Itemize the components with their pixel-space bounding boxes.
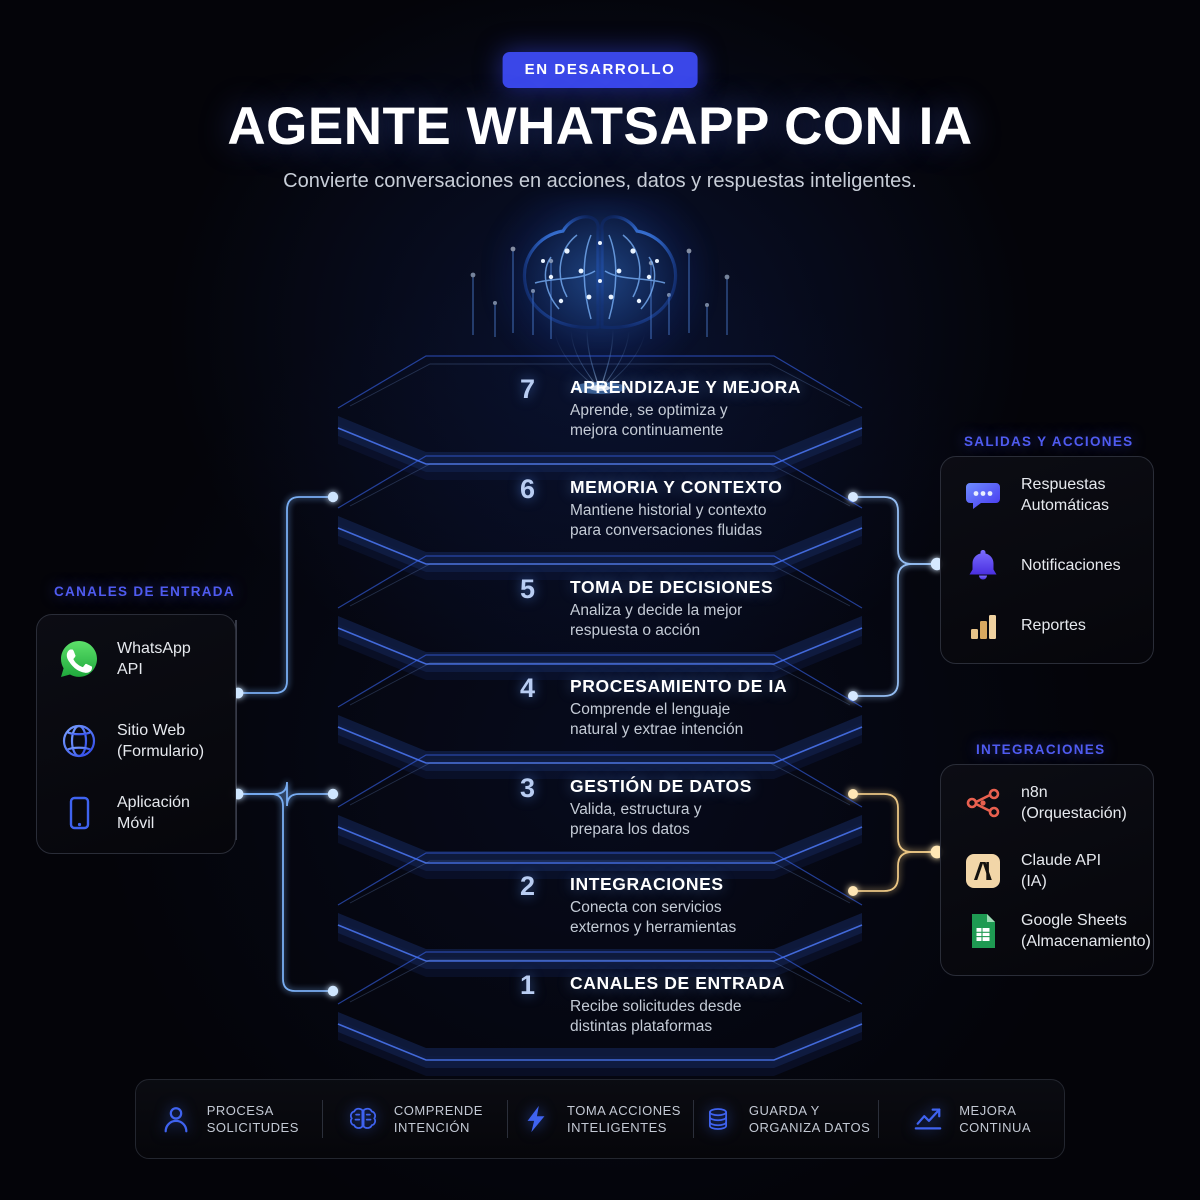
integrations-panel: n8n (Orquestación) Claude API (IA): [940, 764, 1154, 976]
layer-number: 1: [520, 970, 536, 1000]
layer-description: Analiza y decide la mejor respuesta o ac…: [570, 602, 743, 639]
integrations-panel-label: INTEGRACIONES: [976, 742, 1106, 757]
layer-description: Comprende el lenguaje natural y extrae i…: [570, 701, 744, 738]
footer-item[interactable]: TOMA ACCIONES INTELIGENTES: [507, 1080, 693, 1158]
user-icon: [159, 1102, 193, 1136]
footer-item[interactable]: MEJORA CONTINUA: [878, 1080, 1064, 1158]
layer-plate: [337, 455, 863, 580]
outputs-panel: Respuestas Automáticas Notificaciones: [940, 456, 1154, 664]
inputs-panel-label: CANALES DE ENTRADA: [54, 584, 235, 599]
layer-title: MEMORIA Y CONTEXTO: [570, 477, 783, 497]
lightning-bolt-icon: [519, 1102, 553, 1136]
layer-plate: [337, 654, 863, 779]
list-item[interactable]: Google Sheets (Almacenamiento): [961, 909, 1151, 953]
layer-description: Recibe solicitudes desde distintas plata…: [570, 998, 742, 1035]
layer-number: 5: [520, 574, 536, 604]
database-icon: [701, 1102, 735, 1136]
google-sheets-icon: [961, 909, 1005, 953]
footer-item-label: PROCESA SOLICITUDES: [206, 1103, 299, 1135]
layer-description: Conecta con servicios externos y herrami…: [570, 899, 737, 936]
list-item[interactable]: Reportes: [961, 603, 1086, 647]
list-item[interactable]: Notificaciones: [961, 543, 1121, 587]
footer-item-label: GUARDA Y ORGANIZA DATOS: [748, 1103, 871, 1135]
whatsapp-icon: [57, 637, 101, 681]
footer-item-label: TOMA ACCIONES INTELIGENTES: [567, 1103, 681, 1135]
layer-title: TOMA DE DECISIONES: [570, 577, 774, 597]
neural-brain-icon: [470, 215, 730, 394]
list-item[interactable]: Respuestas Automáticas: [961, 473, 1109, 517]
list-item[interactable]: Sitio Web (Formulario): [57, 719, 204, 763]
footer-item-label: MEJORA CONTINUA: [959, 1103, 1032, 1135]
layer-title: GESTIÓN DE DATOS: [570, 776, 753, 796]
cpu-chip-icon: [434, 673, 496, 735]
brain-icon: [346, 1102, 380, 1136]
list-item[interactable]: Aplicación Móvil: [57, 791, 190, 835]
footer-item-label: COMPRENDE INTENCIÓN: [393, 1103, 483, 1135]
list-item-label: n8n (Orquestación): [1021, 784, 1127, 822]
layer-number: 2: [520, 871, 536, 901]
outputs-panel-label: SALIDAS Y ACCIONES: [964, 434, 1134, 449]
layer-description: Mantiene historial y contexto para conve…: [570, 502, 767, 539]
layer-plate: [337, 754, 863, 879]
cloud-icon: [434, 871, 496, 933]
status-badge: EN DESARROLLO: [502, 52, 698, 88]
brain-icon: [434, 474, 496, 536]
list-item[interactable]: WhatsApp API: [57, 637, 191, 681]
claude-icon: [961, 849, 1005, 893]
layer-title: CANALES DE ENTRADA: [570, 973, 785, 993]
layer-number: 7: [520, 374, 536, 404]
layer-plate: [337, 852, 863, 977]
trend-up-icon: [911, 1102, 945, 1136]
list-item[interactable]: n8n (Orquestación): [961, 781, 1127, 825]
chat-dots-icon: [961, 473, 1005, 517]
page-subtitle: Convierte conversaciones en acciones, da…: [283, 170, 917, 192]
layer-number: 3: [520, 773, 536, 803]
globe-icon: [57, 719, 101, 763]
n8n-nodes-icon: [961, 781, 1005, 825]
bar-chart-icon: [961, 603, 1005, 647]
list-item-label: Notificaciones: [1021, 556, 1121, 574]
footer-item[interactable]: COMPRENDE INTENCIÓN: [321, 1080, 508, 1158]
layer-description: Aprende, se optimiza y mejora continuame…: [570, 402, 728, 439]
layer-description: Valida, estructura y prepara los datos: [570, 801, 702, 838]
footer-item[interactable]: GUARDA Y ORGANIZA DATOS: [692, 1080, 879, 1158]
layer-title: APRENDIZAJE Y MEJORA: [570, 377, 802, 397]
summary-footer: PROCESA SOLICITUDES COMPRENDE INTENCIÓN …: [135, 1079, 1065, 1159]
list-item-label: Google Sheets (Almacenamiento): [1021, 912, 1151, 950]
list-item-label: Respuestas Automáticas: [1021, 476, 1110, 514]
list-item-label: Claude API (IA): [1021, 852, 1102, 890]
bell-icon: [961, 543, 1005, 587]
list-item-label: Aplicación Móvil: [117, 794, 190, 832]
scales-icon: [434, 574, 496, 636]
layer-plate: [337, 555, 863, 680]
neural-brain-graphic: [455, 195, 745, 394]
layer-number: 4: [520, 673, 536, 703]
layer-plate: [337, 355, 863, 480]
list-item-label: Sitio Web (Formulario): [117, 722, 205, 760]
layer-title: INTEGRACIONES: [570, 874, 724, 894]
layer-number: 6: [520, 474, 536, 504]
mobile-phone-icon: [57, 791, 101, 835]
layer-title: PROCESAMIENTO DE IA: [570, 676, 788, 696]
inputs-panel: WhatsApp API Sitio Web (Formulario): [36, 614, 236, 854]
list-item-label: Reportes: [1021, 616, 1086, 634]
chat-bubble-icon: [434, 970, 496, 1032]
page-title: AGENTE WHATSAPP CON IA: [227, 97, 973, 156]
list-item[interactable]: Claude API (IA): [961, 849, 1101, 893]
bar-chart-growth-icon: [434, 374, 496, 436]
footer-item[interactable]: PROCESA SOLICITUDES: [136, 1080, 322, 1158]
layer-plate: [337, 951, 863, 1076]
list-item-label: WhatsApp API: [117, 640, 191, 678]
database-icon: [434, 773, 496, 835]
